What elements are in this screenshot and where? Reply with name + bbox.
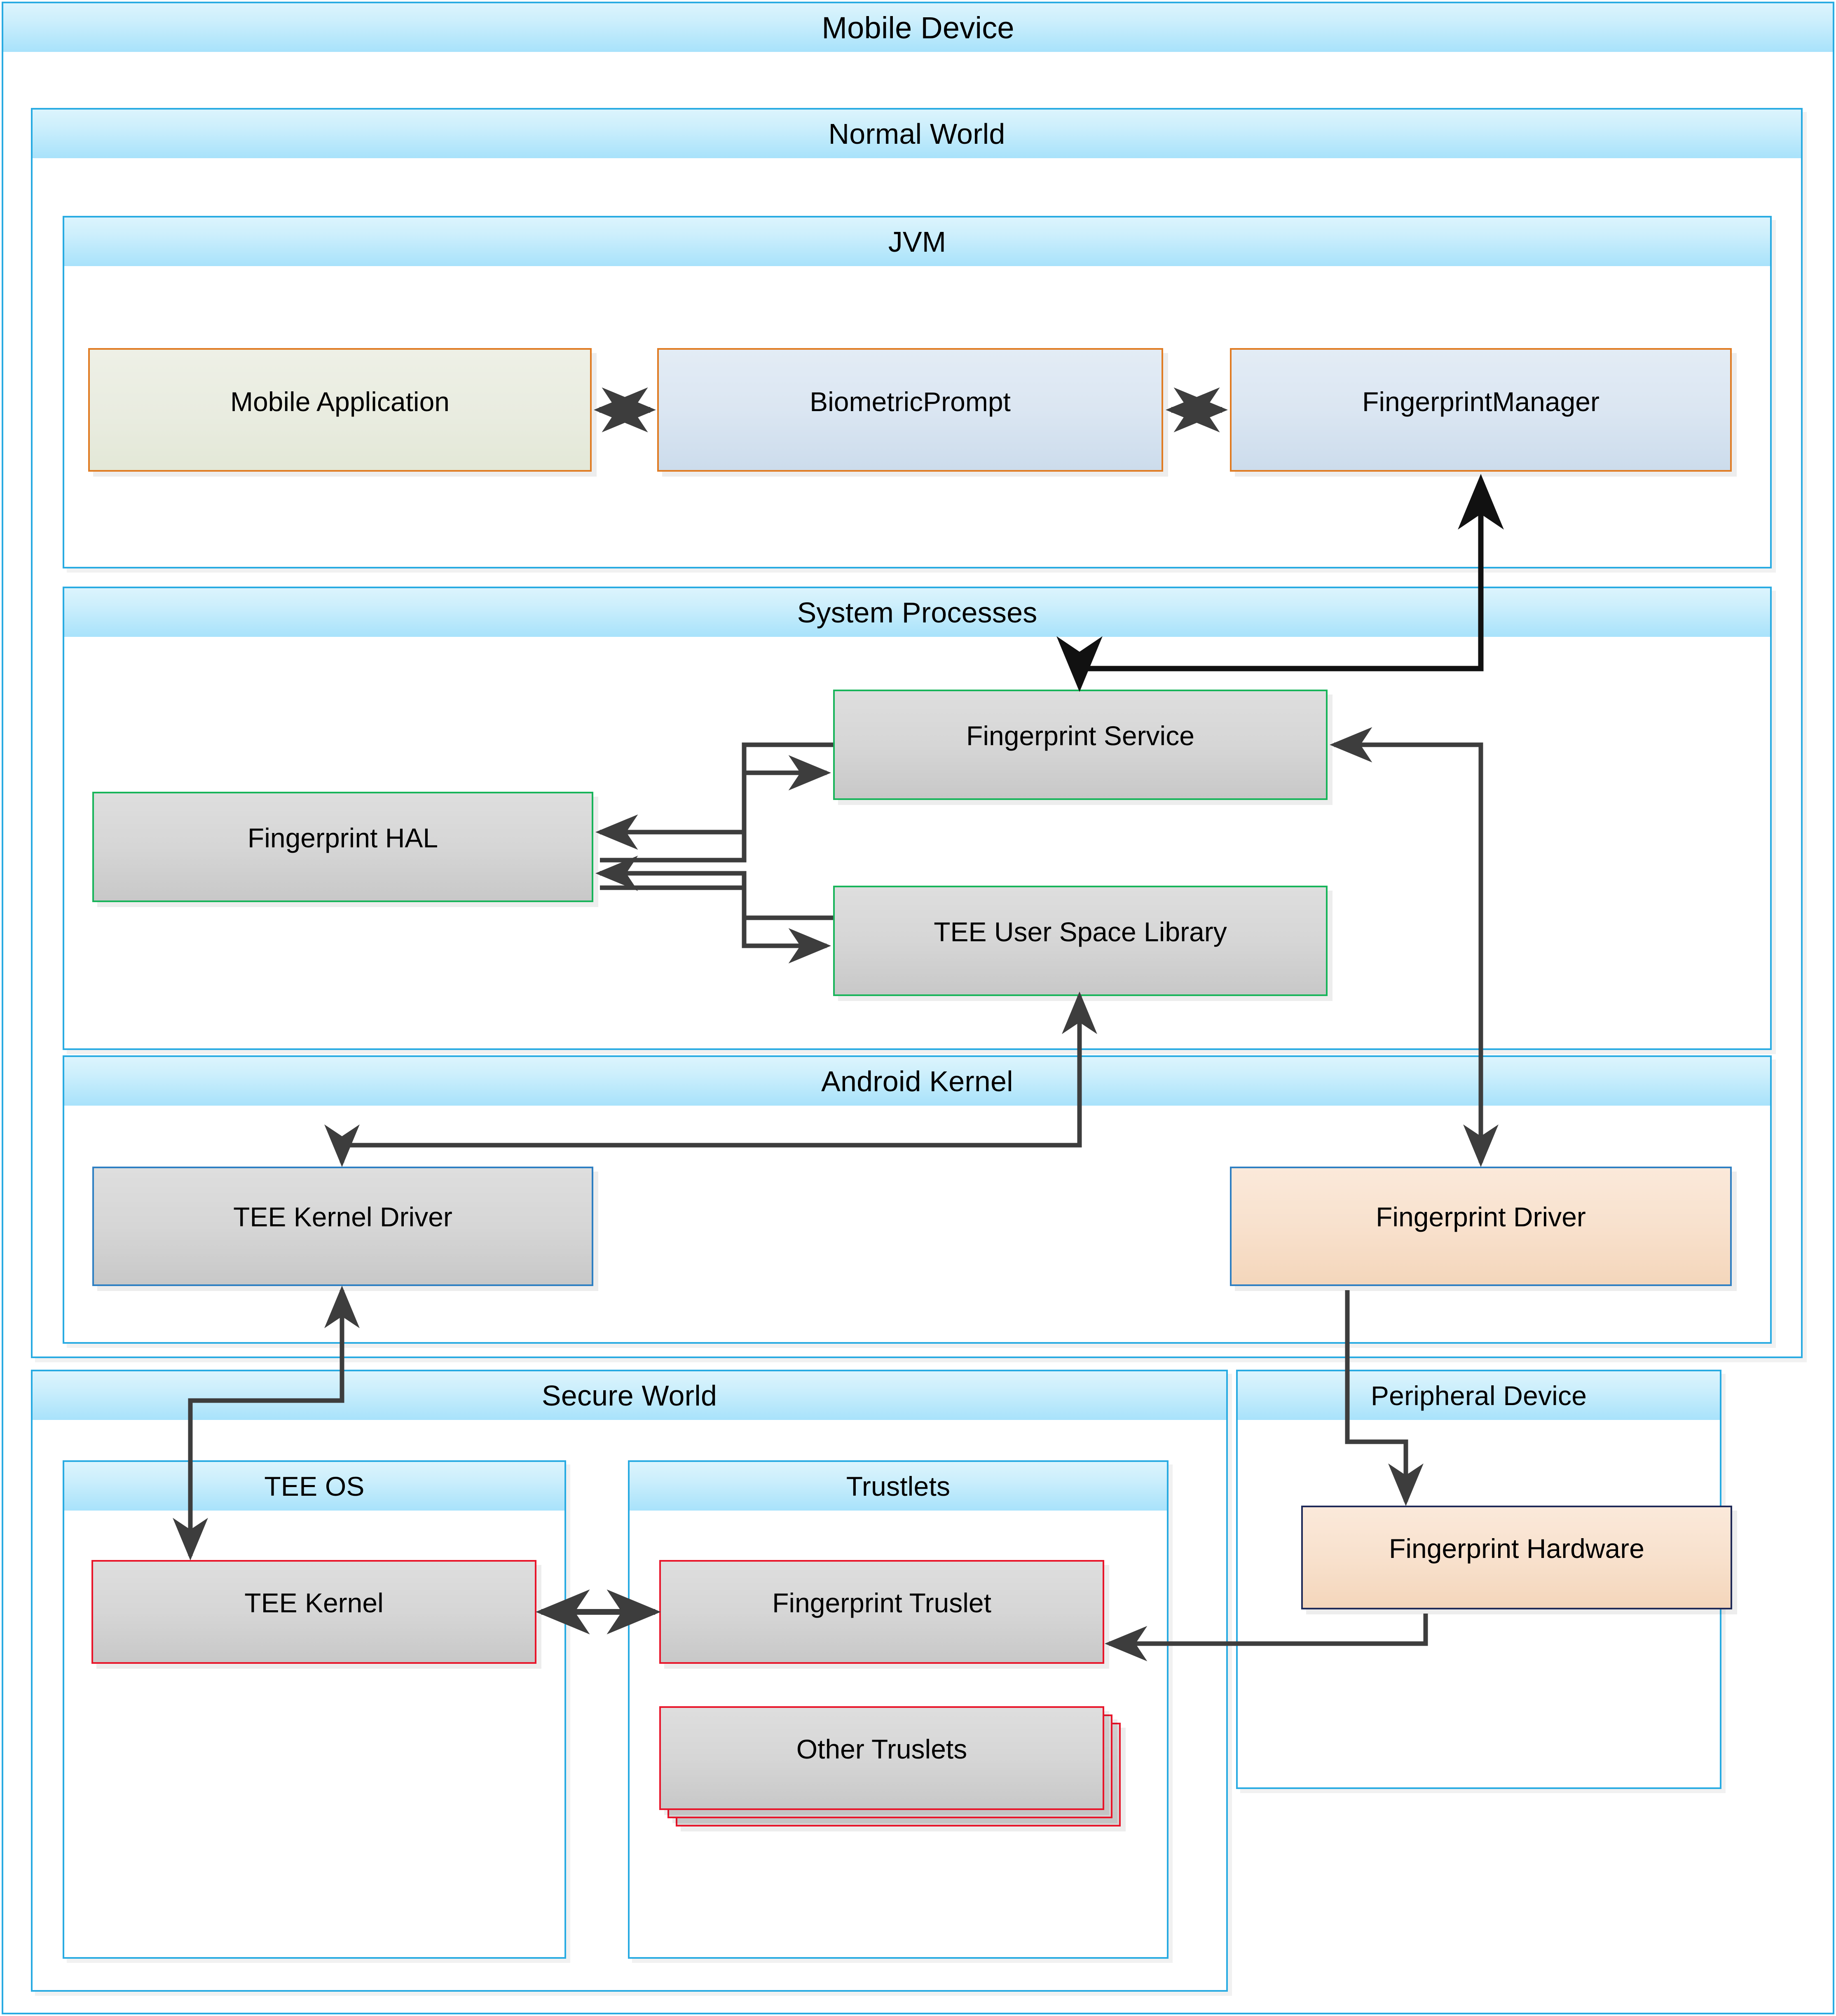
node-fingerprint-hardware-label: Fingerprint Hardware xyxy=(1389,1533,1644,1564)
container-secure-world-label: Secure World xyxy=(541,1380,717,1412)
node-fingerprint-service[interactable]: Fingerprint Service xyxy=(833,690,1328,800)
container-normal-world-label: Normal World xyxy=(828,118,1005,150)
node-other-truslets[interactable]: Other Truslets xyxy=(659,1706,1104,1810)
node-fingerprint-truslet-label: Fingerprint Truslet xyxy=(772,1588,991,1618)
node-mobile-application-label: Mobile Application xyxy=(230,386,450,417)
node-tee-user-space-library[interactable]: TEE User Space Library xyxy=(833,886,1328,996)
node-fingerprint-hal[interactable]: Fingerprint HAL xyxy=(92,792,593,902)
node-tee-user-space-library-label: TEE User Space Library xyxy=(934,917,1227,947)
container-peripheral-device-header: Peripheral Device xyxy=(1238,1371,1720,1420)
node-fingerprint-manager-label: FingerprintManager xyxy=(1362,386,1599,417)
node-tee-kernel-label: TEE Kernel xyxy=(244,1588,384,1618)
container-tee-os-label: TEE OS xyxy=(264,1471,365,1501)
container-mobile-device-header: Mobile Device xyxy=(3,3,1833,52)
container-jvm-header: JVM xyxy=(64,218,1770,266)
node-tee-kernel-driver[interactable]: TEE Kernel Driver xyxy=(92,1167,593,1286)
node-fingerprint-service-label: Fingerprint Service xyxy=(966,720,1194,751)
node-biometric-prompt-label: BiometricPrompt xyxy=(810,386,1011,417)
node-fingerprint-driver-label: Fingerprint Driver xyxy=(1376,1202,1586,1232)
container-mobile-device-label: Mobile Device xyxy=(822,10,1014,45)
container-tee-os-header: TEE OS xyxy=(64,1462,564,1511)
container-trustlets-label: Trustlets xyxy=(846,1471,951,1501)
node-tee-kernel-driver-label: TEE Kernel Driver xyxy=(233,1202,452,1232)
container-android-kernel-header: Android Kernel xyxy=(64,1057,1770,1106)
container-system-processes-label: System Processes xyxy=(797,596,1037,629)
node-other-truslets-label: Other Truslets xyxy=(796,1734,967,1764)
container-jvm-label: JVM xyxy=(888,226,946,258)
container-secure-world-header: Secure World xyxy=(33,1371,1226,1420)
container-system-processes-header: System Processes xyxy=(64,588,1770,637)
node-mobile-application[interactable]: Mobile Application xyxy=(88,348,592,472)
container-android-kernel-label: Android Kernel xyxy=(821,1065,1013,1097)
node-fingerprint-hardware[interactable]: Fingerprint Hardware xyxy=(1301,1506,1732,1609)
container-peripheral-device-label: Peripheral Device xyxy=(1370,1380,1587,1411)
container-trustlets-header: Trustlets xyxy=(630,1462,1167,1511)
node-fingerprint-driver[interactable]: Fingerprint Driver xyxy=(1230,1167,1732,1286)
node-tee-kernel[interactable]: TEE Kernel xyxy=(91,1560,536,1664)
node-fingerprint-truslet[interactable]: Fingerprint Truslet xyxy=(659,1560,1104,1664)
container-normal-world-header: Normal World xyxy=(33,110,1801,158)
node-biometric-prompt[interactable]: BiometricPrompt xyxy=(657,348,1163,472)
node-fingerprint-hal-label: Fingerprint HAL xyxy=(247,823,438,853)
node-fingerprint-manager[interactable]: FingerprintManager xyxy=(1230,348,1732,472)
container-tee-os: TEE OS xyxy=(63,1460,566,1959)
